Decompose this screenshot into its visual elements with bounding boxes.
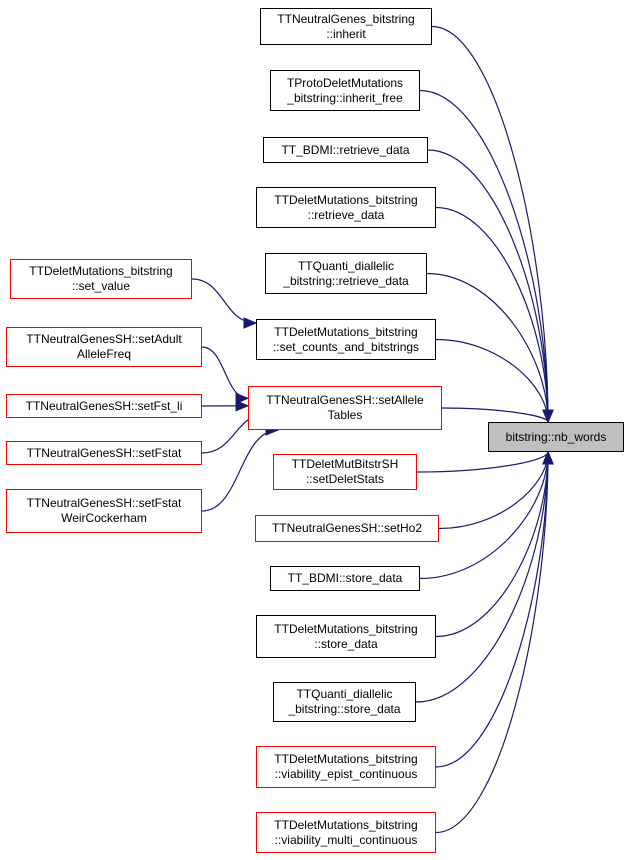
edge-n13-to-target <box>435 451 549 768</box>
node-label: ::retrieve_data <box>307 207 385 222</box>
node-ttneutralgenessh-setadultallelefreq[interactable]: TTNeutralGenesSH::setAdult AlleleFreq <box>6 327 202 367</box>
node-label: TTQuanti_diallelic <box>296 687 393 701</box>
node-label: AlleleFreq <box>76 347 132 361</box>
node-ttdeletmutations-viability-epist-continuous[interactable]: TTDeletMutations_bitstring ::viability_e… <box>256 746 436 788</box>
node-tt-bdmi-retrieve-data[interactable]: TT_BDMI::retrieve_data <box>263 137 428 163</box>
edge-n6-to-target <box>435 338 549 423</box>
edge-n12-to-target <box>415 451 549 703</box>
node-ttdeletmutations-set-value[interactable]: TTDeletMutations_bitstring ::set_value <box>10 259 192 299</box>
node-label: TTDeletMutations_bitstring <box>29 264 173 278</box>
edge-l5-to-n7 <box>201 429 279 512</box>
edge-n1-to-target <box>431 25 549 423</box>
node-ttdeletmutations-store-data[interactable]: TTDeletMutations_bitstring ::store_data <box>256 615 436 658</box>
node-label: TT_BDMI::store_data <box>287 571 403 585</box>
edge-arrowhead <box>235 400 250 412</box>
node-label: Tables <box>327 408 363 422</box>
node-label: ::viability_multi_continuous <box>274 832 418 847</box>
node-ttneutralgenessh-setho2[interactable]: TTNeutralGenesSH::setHo2 <box>255 515 439 542</box>
node-label: ::set_counts_and_bitstrings <box>272 339 420 354</box>
node-label: _bitstring::inherit_free <box>287 90 403 105</box>
edge-n2-to-target <box>419 89 549 423</box>
edge-arrowhead <box>542 450 554 465</box>
edge-n10-to-target <box>419 451 549 580</box>
edge-n7-to-target <box>441 407 549 423</box>
node-label: TTQuanti_diallelic <box>297 258 395 273</box>
node-bitstring-nb-words[interactable]: bitstring::nb_words <box>488 422 624 452</box>
node-label: ::inherit <box>326 26 366 41</box>
edge-n11-to-target <box>435 451 549 638</box>
edge-n8-to-target <box>416 451 549 473</box>
node-label: TTDeletMutations_bitstring <box>274 324 418 339</box>
node-ttquanti-diallelic-retrieve-data[interactable]: TTQuanti_diallelic _bitstring::retrieve_… <box>265 253 427 294</box>
node-label: TTNeutralGenesSH::setFstat <box>26 445 182 460</box>
node-ttdeletmutations-set-counts-and-bitstrings[interactable]: TTDeletMutations_bitstring ::set_counts_… <box>256 319 436 360</box>
node-label: ::setDeletStats <box>305 472 385 486</box>
node-label: TT_BDMI::retrieve_data <box>281 142 410 157</box>
edge-n3-to-target <box>427 149 549 423</box>
node-label: WeirCockerham <box>61 511 147 525</box>
node-label: bitstring::nb_words <box>505 429 607 444</box>
node-label: TTNeutralGenesSH::setAllele <box>266 393 424 407</box>
edge-n4-to-target <box>435 206 549 423</box>
edge-l1-to-n6 <box>191 278 257 324</box>
node-ttneutralgenessh-setalleletables[interactable]: TTNeutralGenesSH::setAllele Tables <box>248 386 442 430</box>
edge-arrowhead <box>542 409 554 424</box>
edge-arrowhead <box>243 317 258 329</box>
node-label: TTDeletMutations_bitstring <box>274 621 418 636</box>
edge-n9-to-target <box>438 451 549 530</box>
node-label: _bitstring::store_data <box>288 702 401 716</box>
node-ttquanti-diallelic-store-data[interactable]: TTQuanti_diallelic _bitstring::store_dat… <box>273 682 416 722</box>
node-label: ::set_value <box>71 279 131 293</box>
node-label: TTDeletMutBitstrSH <box>291 457 399 471</box>
node-label: TProtoDeletMutations <box>286 75 404 90</box>
node-label: ::viability_epist_continuous <box>274 767 418 781</box>
edge-n14-to-target <box>435 451 549 834</box>
node-ttdeletmutations-viability-multi-continuous[interactable]: TTDeletMutations_bitstring ::viability_m… <box>256 812 436 853</box>
node-ttneutralgenes-bitstring-inherit[interactable]: TTNeutralGenes_bitstring ::inherit <box>260 8 432 45</box>
node-ttdeletmutations-retrieve-data[interactable]: TTDeletMutations_bitstring ::retrieve_da… <box>256 187 436 228</box>
edge-arrowhead <box>235 392 250 405</box>
node-label: TTDeletMutations_bitstring <box>274 752 418 766</box>
node-label: _bitstring::retrieve_data <box>283 273 409 288</box>
node-ttdeletmutbitstrsh-setdeletstats[interactable]: TTDeletMutBitstrSH ::setDeletStats <box>273 454 417 490</box>
edge-l2-to-n7 <box>201 346 249 399</box>
node-label: TTNeutralGenesSH::setHo2 <box>271 521 423 535</box>
node-label: TTDeletMutations_bitstring <box>274 192 418 207</box>
node-ttneutralgenessh-setfstatweircockerham[interactable]: TTNeutralGenesSH::setFstat WeirCockerham <box>6 489 202 533</box>
node-label: ::store_data <box>314 636 378 651</box>
node-tt-bdmi-store-data[interactable]: TT_BDMI::store_data <box>270 566 420 591</box>
node-label: TTNeutralGenesSH::setAdult <box>26 332 182 346</box>
node-tprotodeletmutations-inherit-free[interactable]: TProtoDeletMutations _bitstring::inherit… <box>270 70 420 111</box>
edge-n5-to-target <box>426 272 549 423</box>
node-label: TTNeutralGenesSH::setFst_li <box>25 398 183 413</box>
node-ttneutralgenessh-setfstat[interactable]: TTNeutralGenesSH::setFstat <box>6 441 202 465</box>
node-label: TTDeletMutations_bitstring <box>274 817 418 832</box>
node-label: TTNeutralGenesSH::setFstat <box>26 496 182 510</box>
node-ttneutralgenessh-setfst-li[interactable]: TTNeutralGenesSH::setFst_li <box>6 394 202 418</box>
node-label: TTNeutralGenes_bitstring <box>277 11 415 26</box>
